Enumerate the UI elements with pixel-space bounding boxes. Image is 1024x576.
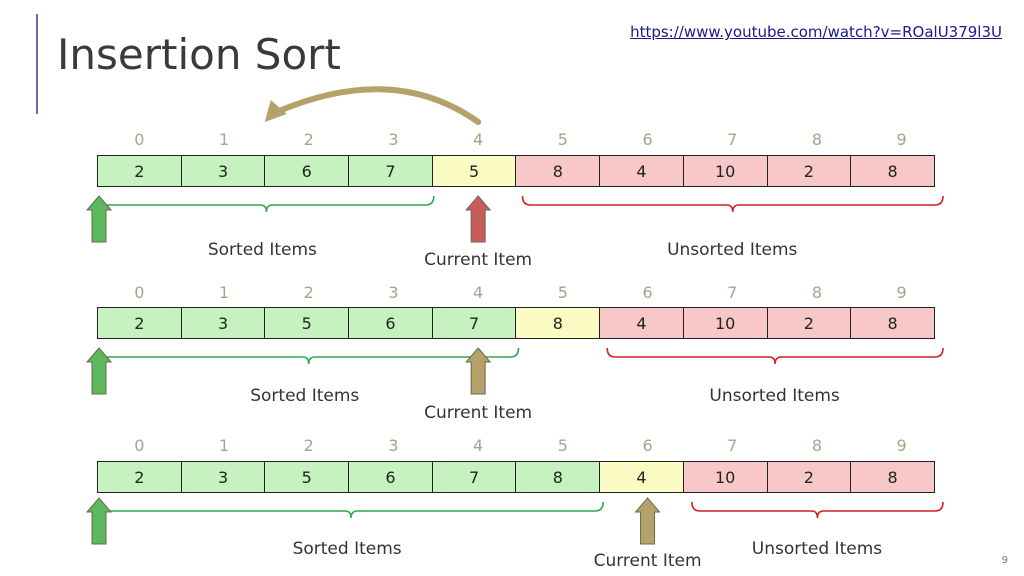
array-cell-current: 4 — [599, 461, 684, 493]
index-label: 6 — [642, 283, 653, 302]
index-label: 3 — [388, 130, 399, 149]
index-label: 7 — [727, 283, 738, 302]
array-cell-sorted: 6 — [348, 461, 433, 493]
sorted-items-label: Sorted Items — [250, 386, 360, 406]
array-cell-sorted: 2 — [97, 155, 182, 187]
array-cell-sorted: 7 — [431, 307, 517, 339]
current-item-arrow-icon — [465, 195, 492, 243]
index-label: 8 — [811, 130, 823, 149]
array-cell-unsorted: 2 — [766, 461, 852, 493]
current-item-label: Current Item — [593, 551, 702, 571]
index-label: 0 — [134, 130, 145, 149]
index-label: 3 — [388, 436, 399, 455]
index-label: 1 — [218, 130, 230, 149]
index-label: 4 — [473, 436, 484, 455]
array-cell-unsorted: 8 — [850, 307, 935, 339]
array-cell-sorted: 7 — [348, 155, 433, 187]
insert-position-arrow-icon — [85, 195, 113, 243]
array-cell-unsorted: 4 — [599, 307, 684, 339]
index-label: 9 — [896, 436, 907, 455]
index-label: 8 — [811, 283, 823, 302]
index-label: 7 — [727, 130, 738, 149]
array-cell-sorted: 2 — [97, 461, 182, 493]
sorted-brace — [98, 347, 520, 365]
index-label: 5 — [557, 130, 568, 149]
index-label: 6 — [642, 130, 653, 149]
index-label: 8 — [811, 436, 823, 455]
index-label: 1 — [218, 283, 230, 302]
array-cell-unsorted: 4 — [599, 155, 684, 187]
index-label: 6 — [642, 436, 653, 455]
unsorted-brace — [521, 195, 944, 213]
unsorted-brace — [691, 501, 944, 519]
sorted-brace — [98, 195, 435, 213]
array-cell-unsorted: 8 — [850, 461, 935, 493]
array-cell-sorted: 6 — [264, 155, 350, 187]
index-label: 4 — [473, 283, 484, 302]
index-label: 5 — [557, 436, 568, 455]
slide-title: Insertion Sort — [57, 30, 341, 79]
array-cell-sorted: 3 — [180, 307, 266, 339]
insert-position-arrow-icon — [85, 347, 113, 395]
index-label: 2 — [303, 283, 314, 302]
index-label: 9 — [896, 283, 907, 302]
array-cell-unsorted: 8 — [850, 155, 935, 187]
index-label: 7 — [727, 436, 738, 455]
move-curve-arrow-icon — [273, 86, 482, 125]
array-cell-unsorted: 2 — [766, 307, 852, 339]
array-cell-sorted: 5 — [264, 461, 350, 493]
array-cell-sorted: 6 — [348, 307, 433, 339]
index-label: 3 — [388, 283, 399, 302]
sorted-brace — [98, 501, 604, 519]
index-label: 0 — [134, 436, 145, 455]
current-item-arrow-icon — [634, 497, 661, 545]
index-label: 4 — [473, 130, 484, 149]
array-cell-unsorted: 8 — [515, 155, 601, 187]
current-item-label: Current Item — [424, 403, 533, 423]
insert-position-arrow-icon — [85, 497, 113, 545]
array-cell-sorted: 3 — [180, 461, 266, 493]
current-item-arrow-icon — [465, 347, 492, 395]
array-cell-unsorted: 10 — [682, 307, 768, 339]
unsorted-items-label: Unsorted Items — [709, 386, 840, 406]
index-label: 1 — [218, 436, 230, 455]
index-label: 5 — [557, 283, 568, 302]
index-label: 9 — [896, 130, 907, 149]
array-cell-sorted: 2 — [97, 307, 182, 339]
array-cell-sorted: 8 — [515, 461, 601, 493]
move-curve-arrowhead-icon — [264, 100, 287, 122]
array-cell-current: 5 — [431, 155, 517, 187]
index-label: 2 — [303, 436, 314, 455]
array-cell-sorted: 3 — [180, 155, 266, 187]
unsorted-brace — [606, 347, 944, 365]
unsorted-items-label: Unsorted Items — [751, 539, 883, 559]
array-cell-unsorted: 2 — [766, 155, 852, 187]
title-accent-bar — [36, 14, 38, 114]
sorted-items-label: Sorted Items — [292, 539, 402, 559]
unsorted-items-label: Unsorted Items — [667, 240, 798, 260]
current-item-label: Current Item — [424, 250, 533, 270]
array-cell-sorted: 5 — [264, 307, 350, 339]
index-label: 0 — [134, 283, 145, 302]
array-cell-unsorted: 10 — [682, 461, 768, 493]
sorted-items-label: Sorted Items — [207, 240, 317, 260]
page-number: 9 — [1001, 555, 1008, 566]
video-link[interactable]: https://www.youtube.com/watch?v=ROalU379… — [630, 23, 1002, 41]
index-label: 2 — [303, 130, 314, 149]
